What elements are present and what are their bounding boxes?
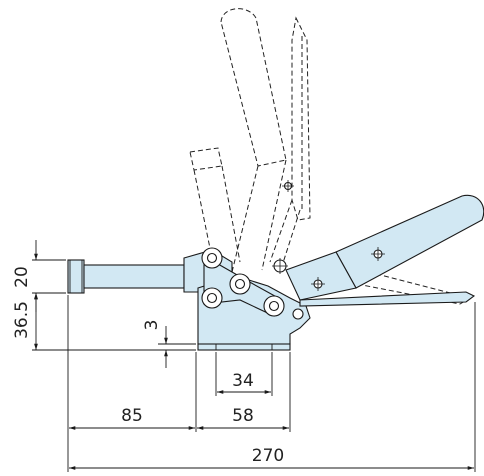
ghost-handle: [220, 8, 287, 167]
dimension-overall-length: 270: [69, 446, 474, 470]
ghost-spindle-tip: [189, 147, 223, 171]
dimension-reach: 85: [69, 406, 195, 430]
open-position-ghost: [189, 8, 472, 305]
dim-label-34: 34: [232, 371, 254, 391]
handle-neck: [285, 251, 357, 301]
dim-label-3: 3: [142, 320, 162, 331]
dim-label-85: 85: [121, 406, 143, 426]
ghost-link-3: [269, 199, 301, 267]
dimension-center-height: 36.5: [12, 293, 196, 351]
base-plate: [197, 343, 291, 351]
handle-lower-bar: [299, 291, 476, 307]
ghost-link-2: [231, 159, 287, 273]
handle-grip: [335, 194, 484, 289]
dim-label-36-5: 36.5: [12, 301, 32, 339]
dimension-base-length: 58: [197, 406, 289, 430]
dim-label-20: 20: [12, 266, 32, 288]
ghost-handle-lower: [321, 259, 472, 305]
dim-label-58: 58: [232, 406, 254, 426]
dim-label-270: 270: [252, 446, 284, 466]
dimension-hole-spacing: 34: [217, 371, 271, 394]
linkage: [201, 247, 288, 317]
ghost-arm: [291, 16, 311, 221]
base-mount-hole: [292, 308, 304, 320]
dimension-base-thickness: 3: [142, 320, 196, 368]
clamp-handle: [285, 194, 484, 307]
ghost-link-1: [193, 165, 241, 263]
spindle-bar: [83, 264, 185, 289]
